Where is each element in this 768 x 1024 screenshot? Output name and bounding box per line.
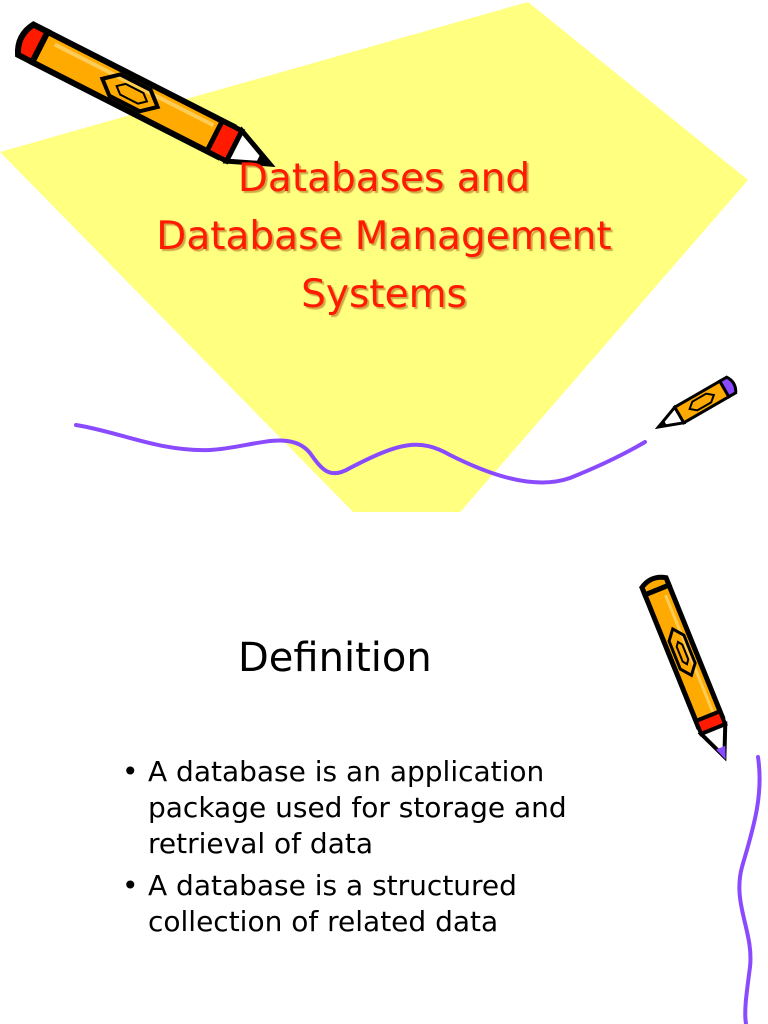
- purple-vertical-curve: [737, 755, 762, 1024]
- definition-slide-artwork: [639, 574, 762, 1024]
- title-slide-artwork: [0, 2, 748, 512]
- small-pencil-icon: [654, 375, 738, 430]
- title-line-3: Systems: [301, 272, 467, 317]
- title-line-1: Databases and: [237, 156, 531, 201]
- definition-bullet: • A database is a structured collection …: [120, 868, 620, 940]
- definition-bullet-list: • A database is an application package u…: [120, 754, 620, 946]
- bullet-marker: •: [122, 755, 139, 788]
- slide-title: Databases and Database Management System…: [84, 150, 684, 324]
- purple-wavy-line: [74, 423, 647, 485]
- definition-bullet: • A database is an application package u…: [120, 754, 620, 862]
- large-pencil-icon: [15, 21, 276, 168]
- bullet-text: A database is a structured collection of…: [148, 869, 517, 938]
- definition-heading: Definition: [238, 635, 432, 681]
- definition-slide: Definition • A database is an applicatio…: [0, 512, 768, 1024]
- title-slide: Databases and Database Management System…: [0, 2, 748, 512]
- bullet-marker: •: [122, 869, 139, 902]
- title-line-2: Database Management: [156, 214, 612, 259]
- bullet-text: A database is an application package use…: [148, 755, 567, 860]
- vertical-pencil-icon: [639, 574, 728, 762]
